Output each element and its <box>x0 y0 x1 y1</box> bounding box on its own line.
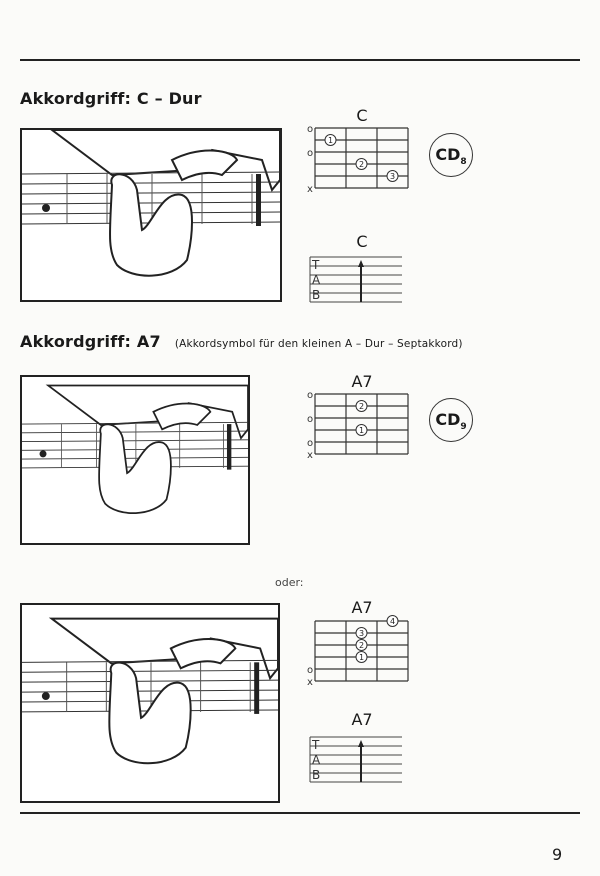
chord-title-a7-alt: A7 <box>351 598 373 617</box>
finger-dot <box>386 615 399 627</box>
guitar-neck-illustration <box>22 130 280 277</box>
heading-c-dur: Akkordgriff: C – Dur <box>20 89 202 108</box>
hand-outline <box>98 423 172 515</box>
neck-string <box>22 456 248 460</box>
neck-string <box>22 689 278 693</box>
fret-marker-dot <box>42 204 50 212</box>
muted-string-mark: x <box>307 677 313 687</box>
top-rule <box>20 59 580 61</box>
neck-string <box>22 171 280 175</box>
tab-letter: A <box>312 753 321 767</box>
hand-thumb <box>170 149 239 182</box>
tab-letter: A <box>312 273 321 287</box>
oder-label: oder: <box>275 576 304 589</box>
finger-dot <box>355 651 368 663</box>
heading-a7: Akkordgriff: A7 (Akkordsymbol für den kle… <box>20 332 463 351</box>
neck-string <box>22 448 248 451</box>
tab-diagram-c: TAB <box>309 256 402 303</box>
neck-string <box>22 421 248 425</box>
fret-marker-dot <box>41 692 50 701</box>
chord-diagram-c: o o x 1 2 3 <box>307 124 409 194</box>
open-string-mark: o <box>307 414 313 425</box>
cd-label: CD <box>435 410 461 429</box>
neck-string <box>22 181 280 185</box>
guitar-neck-illustration <box>22 384 248 515</box>
hand-thumb <box>152 402 212 431</box>
finger-dot <box>355 400 368 412</box>
cd-track-badge-8: CD8 <box>429 133 473 177</box>
hand-outline <box>109 173 193 277</box>
body-outline <box>45 384 248 440</box>
chord-title-a7: A7 <box>351 372 373 391</box>
tab-letter: T <box>311 258 320 272</box>
finger-number: 1 <box>328 136 333 145</box>
muted-string-mark: x <box>307 450 313 460</box>
nut <box>256 174 261 226</box>
tab-letter: T <box>311 738 320 752</box>
tab-title-c: C <box>356 232 368 251</box>
nut <box>226 424 232 470</box>
muted-string-mark: x <box>307 184 313 194</box>
chord-title-c: C <box>356 106 368 125</box>
neck-string <box>22 430 248 434</box>
finger-dot <box>355 424 368 436</box>
open-string-mark: o <box>307 148 313 159</box>
neck-string <box>22 699 278 703</box>
finger-dot <box>355 158 368 170</box>
finger-number: 3 <box>359 629 364 638</box>
tab-letter: B <box>312 768 320 782</box>
heading-text: Akkordgriff: C – Dur <box>20 89 202 108</box>
photo-c-chord-hand <box>20 128 282 302</box>
cd-track: 9 <box>460 422 467 433</box>
heading-subtitle: (Akkordsymbol für den kleinen A – Dur – … <box>174 338 463 350</box>
guitar-neck-illustration <box>22 617 278 765</box>
fret-marker-dot <box>39 450 47 458</box>
open-string-mark: o <box>307 438 313 449</box>
tab-letter: B <box>312 288 320 302</box>
body-outline <box>48 617 278 681</box>
neck-string <box>22 679 278 683</box>
hand-outline <box>108 661 192 765</box>
open-string-mark: o <box>307 124 313 135</box>
finger-dot <box>355 639 368 651</box>
finger-number: 1 <box>359 653 364 662</box>
finger-number: 2 <box>359 641 364 650</box>
strum-arrow-head <box>358 260 364 267</box>
strum-arrow-head <box>358 740 364 747</box>
finger-number: 4 <box>390 617 395 626</box>
heading-text: Akkordgriff: A7 <box>20 332 161 351</box>
nut <box>254 662 260 714</box>
open-string-mark: o <box>307 390 313 401</box>
bottom-rule <box>20 812 580 814</box>
finger-number: 1 <box>359 426 364 435</box>
chord-diagram-a7-alt: ox 4 3 2 1 <box>307 615 409 687</box>
page-number: 9 <box>552 845 563 864</box>
neck-string <box>22 201 280 205</box>
photo-a7-alt-chord-hand <box>20 603 280 803</box>
finger-number: 2 <box>359 402 364 411</box>
finger-dot <box>324 134 337 146</box>
photo-a7-chord-hand <box>20 375 250 545</box>
finger-dot <box>386 170 399 182</box>
neck-string <box>22 439 248 443</box>
neck-string <box>22 659 278 663</box>
finger-number: 2 <box>359 160 364 169</box>
tab-diagram-a7: TAB <box>309 736 402 783</box>
hand-thumb <box>169 638 237 670</box>
open-string-mark: o <box>307 665 313 676</box>
cd-track: 8 <box>460 157 467 168</box>
neck-string <box>22 669 278 673</box>
finger-number: 3 <box>390 172 395 181</box>
body-outline <box>50 130 280 193</box>
neck-string <box>22 211 280 215</box>
tab-title-a7: A7 <box>351 710 373 729</box>
cd-track-badge-9: CD9 <box>429 398 473 442</box>
finger-dot <box>355 627 368 639</box>
neck-string <box>22 191 280 195</box>
cd-label: CD <box>435 145 461 164</box>
